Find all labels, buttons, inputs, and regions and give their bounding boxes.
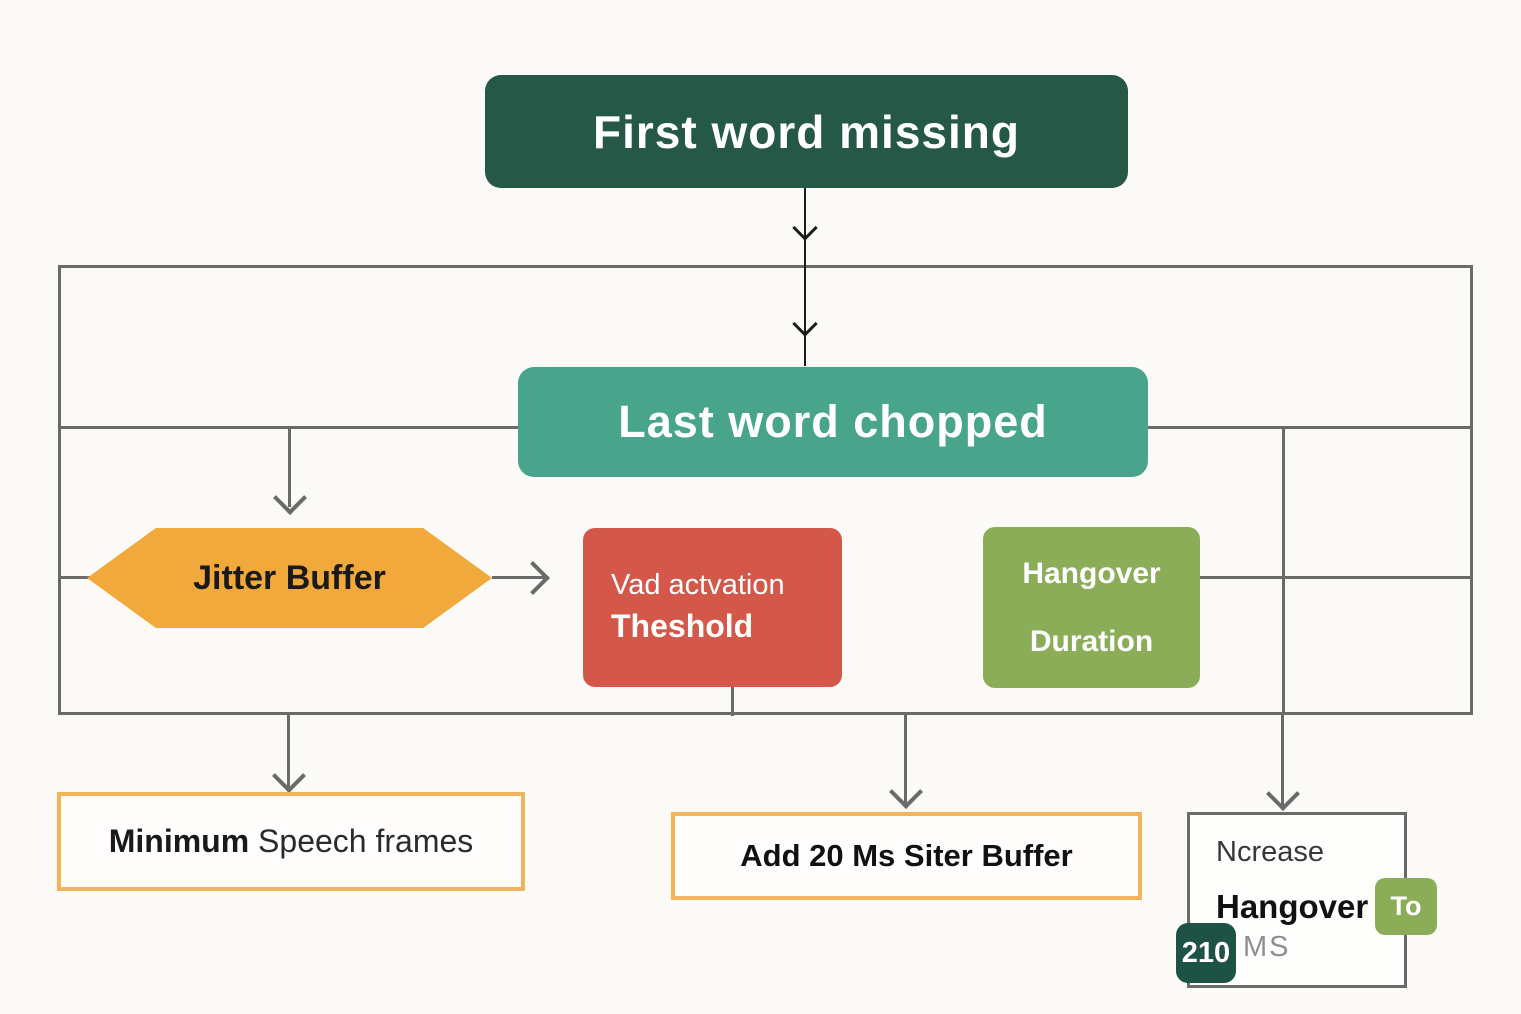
node-hangover-duration: Hangover Duration: [983, 527, 1200, 688]
node-first-word-missing-label: First word missing: [593, 105, 1020, 158]
connector-hangover-to-right-border: [1199, 576, 1473, 579]
node-add-20ms-jitter-buffer: Add 20 Ms Siter Buffer: [671, 812, 1142, 900]
arrow-to-jitter-line: [288, 427, 291, 507]
min-speech-frames-bold: Minimum: [108, 823, 250, 859]
value-210-badge-label: 210: [1181, 936, 1231, 969]
arrow-to-add-buffer-head-icon: [889, 775, 923, 809]
arrow-to-add-buffer-line: [904, 715, 907, 803]
arrow-to-increase-head-icon: [1266, 777, 1300, 811]
increase-hangover-line2: Hangover: [1216, 888, 1369, 925]
node-minimum-speech-frames: Minimum Speech frames: [57, 792, 525, 891]
increase-hangover-line1: Ncrease: [1216, 836, 1324, 868]
to-badge-label: To: [1390, 891, 1422, 921]
node-vad-activation-threshold: Vad actvation Theshold: [583, 528, 842, 687]
node-last-word-chopped: Last word chopped: [518, 367, 1148, 477]
node-jitter-buffer: Jitter Buffer: [87, 528, 492, 628]
hangover-duration-line2: Duration: [1029, 624, 1154, 658]
vad-threshold-line2: Theshold: [611, 608, 754, 645]
arrowhead-upper-icon: [792, 215, 818, 241]
node-jitter-buffer-label: Jitter Buffer: [193, 558, 386, 597]
arrow-to-min-frames-head-icon: [272, 759, 306, 793]
arrow-first-to-last-line: [804, 188, 806, 366]
arrow-jitter-to-vad-line: [492, 576, 544, 579]
hangover-duration-line1: Hangover: [1022, 556, 1161, 590]
vad-threshold-line1: Vad actvation: [611, 569, 785, 602]
add-20ms-jitter-buffer-label: Add 20 Ms Siter Buffer: [740, 838, 1073, 873]
value-210-badge: 210: [1176, 923, 1236, 983]
node-first-word-missing: First word missing: [485, 75, 1128, 188]
arrow-to-min-frames-line: [287, 715, 290, 787]
min-speech-frames-regular: Speech frames: [258, 823, 474, 859]
arrow-to-increase-line: [1281, 715, 1284, 805]
outer-grid-rectangle: [58, 265, 1473, 715]
to-badge: To: [1375, 878, 1437, 935]
grid-hline-right-mid: [1148, 426, 1473, 429]
grid-vline-right: [1282, 428, 1285, 715]
increase-hangover-unit: MS: [1243, 931, 1291, 963]
connector-left-border-to-hexagon: [58, 576, 90, 579]
connector-vad-to-bottom-border: [731, 686, 734, 716]
node-last-word-chopped-label: Last word chopped: [618, 396, 1048, 447]
